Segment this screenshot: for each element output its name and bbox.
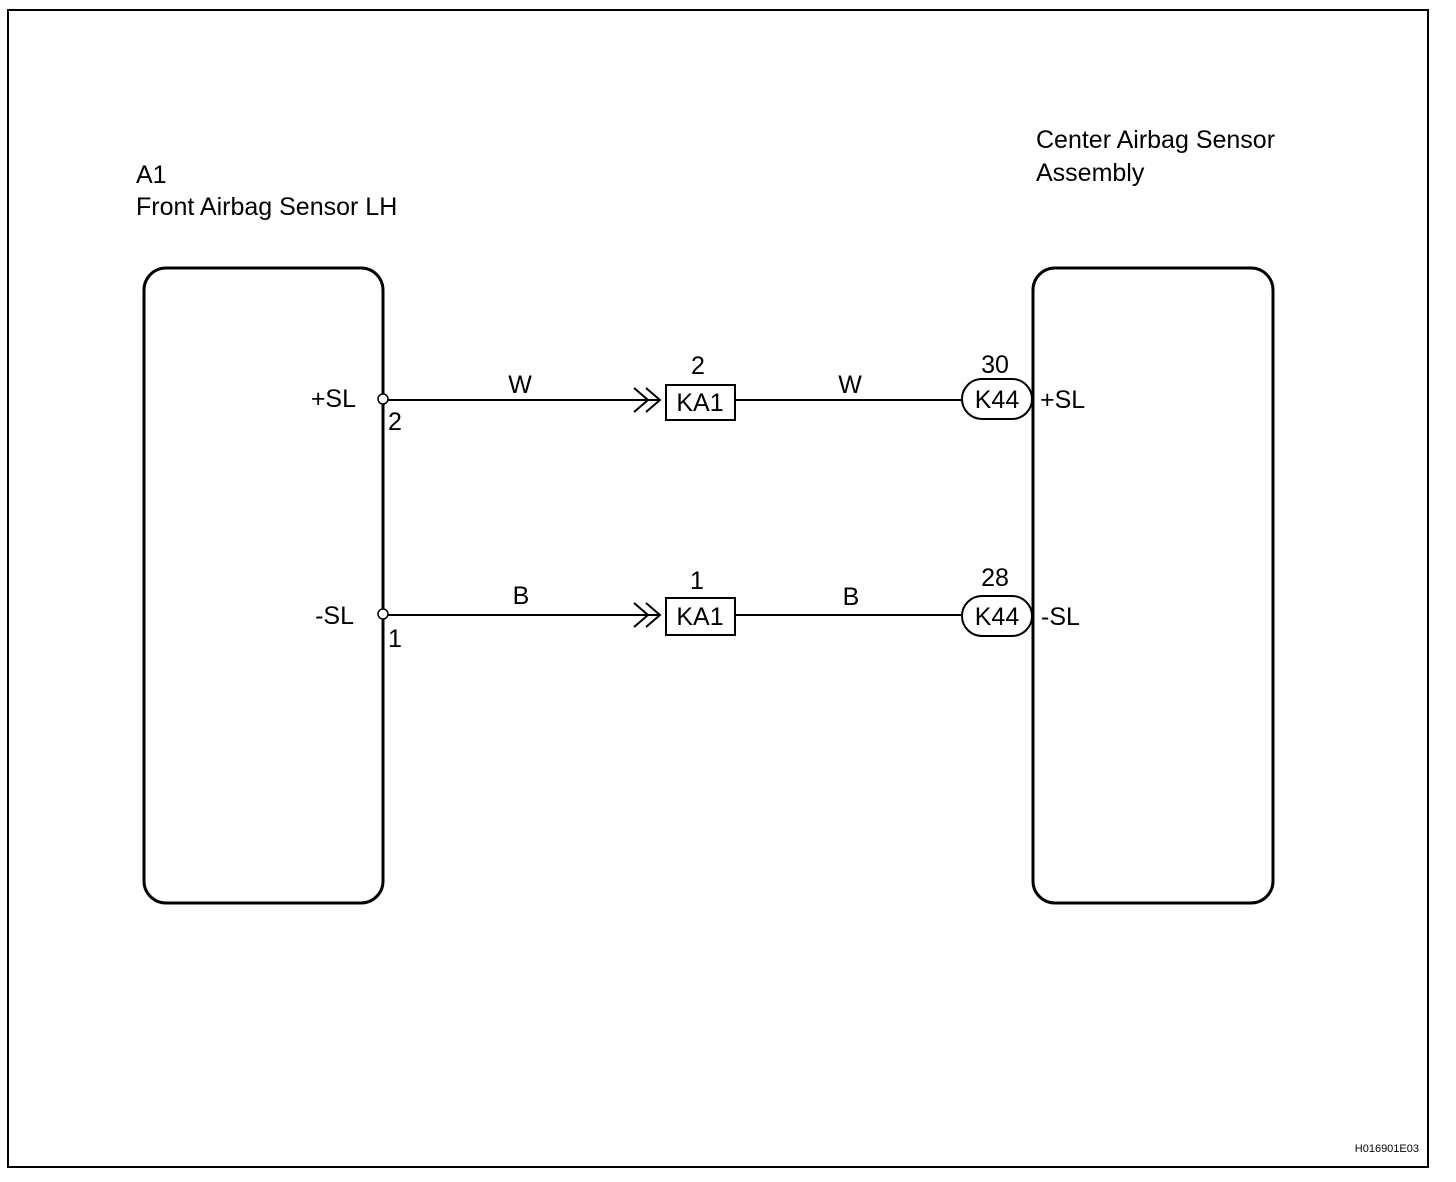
left-terminal-pin: 1 bbox=[388, 625, 402, 653]
wire-row-minus-sl: -SL 1 B 1 KA1 B 28 K44 -SL bbox=[315, 564, 1080, 653]
left-terminal-signal: +SL bbox=[311, 385, 356, 413]
wire-color-left: W bbox=[508, 371, 532, 399]
terminal-pin-dot bbox=[377, 608, 389, 620]
junction-connector-code: KA1 bbox=[676, 389, 723, 417]
connector-chevron-inner bbox=[645, 602, 662, 628]
right-component-box bbox=[1031, 266, 1275, 905]
connector-chevron-outer bbox=[633, 387, 650, 413]
left-component-name: Front Airbag Sensor LH bbox=[136, 193, 397, 221]
right-terminal-pin: 28 bbox=[981, 564, 1009, 592]
right-terminal-signal: +SL bbox=[1040, 386, 1085, 414]
terminal-pin-dot bbox=[377, 393, 389, 405]
wire-row-plus-sl: +SL 2 W 2 KA1 W 30 K44 +SL bbox=[311, 351, 1085, 436]
left-component-box bbox=[142, 266, 385, 905]
right-connector-oval bbox=[961, 378, 1033, 420]
connector-chevron-outer bbox=[633, 602, 650, 628]
diagram-frame bbox=[7, 9, 1429, 1168]
left-terminal-signal: -SL bbox=[315, 602, 354, 630]
connector-chevron-inner bbox=[645, 387, 662, 413]
left-terminal-pin: 2 bbox=[388, 408, 402, 436]
right-component-name-line1: Center Airbag Sensor bbox=[1036, 126, 1275, 154]
left-component-code: A1 bbox=[136, 161, 167, 189]
right-connector-code: K44 bbox=[975, 386, 1020, 414]
right-terminal-pin: 30 bbox=[981, 351, 1009, 379]
figure-id: H016901E03 bbox=[1355, 1143, 1419, 1155]
right-connector-code: K44 bbox=[975, 603, 1020, 631]
right-component-name-line2: Assembly bbox=[1036, 159, 1145, 187]
junction-connector-code: KA1 bbox=[676, 603, 723, 631]
wire-color-right: B bbox=[843, 583, 860, 611]
junction-connector-box bbox=[665, 384, 736, 421]
junction-connector-box bbox=[665, 597, 736, 636]
wire-color-right: W bbox=[838, 371, 862, 399]
junction-pin: 2 bbox=[691, 352, 705, 380]
wire-color-left: B bbox=[513, 582, 530, 610]
right-terminal-signal: -SL bbox=[1041, 603, 1080, 631]
right-connector-oval bbox=[961, 595, 1033, 637]
junction-pin: 1 bbox=[690, 567, 704, 595]
